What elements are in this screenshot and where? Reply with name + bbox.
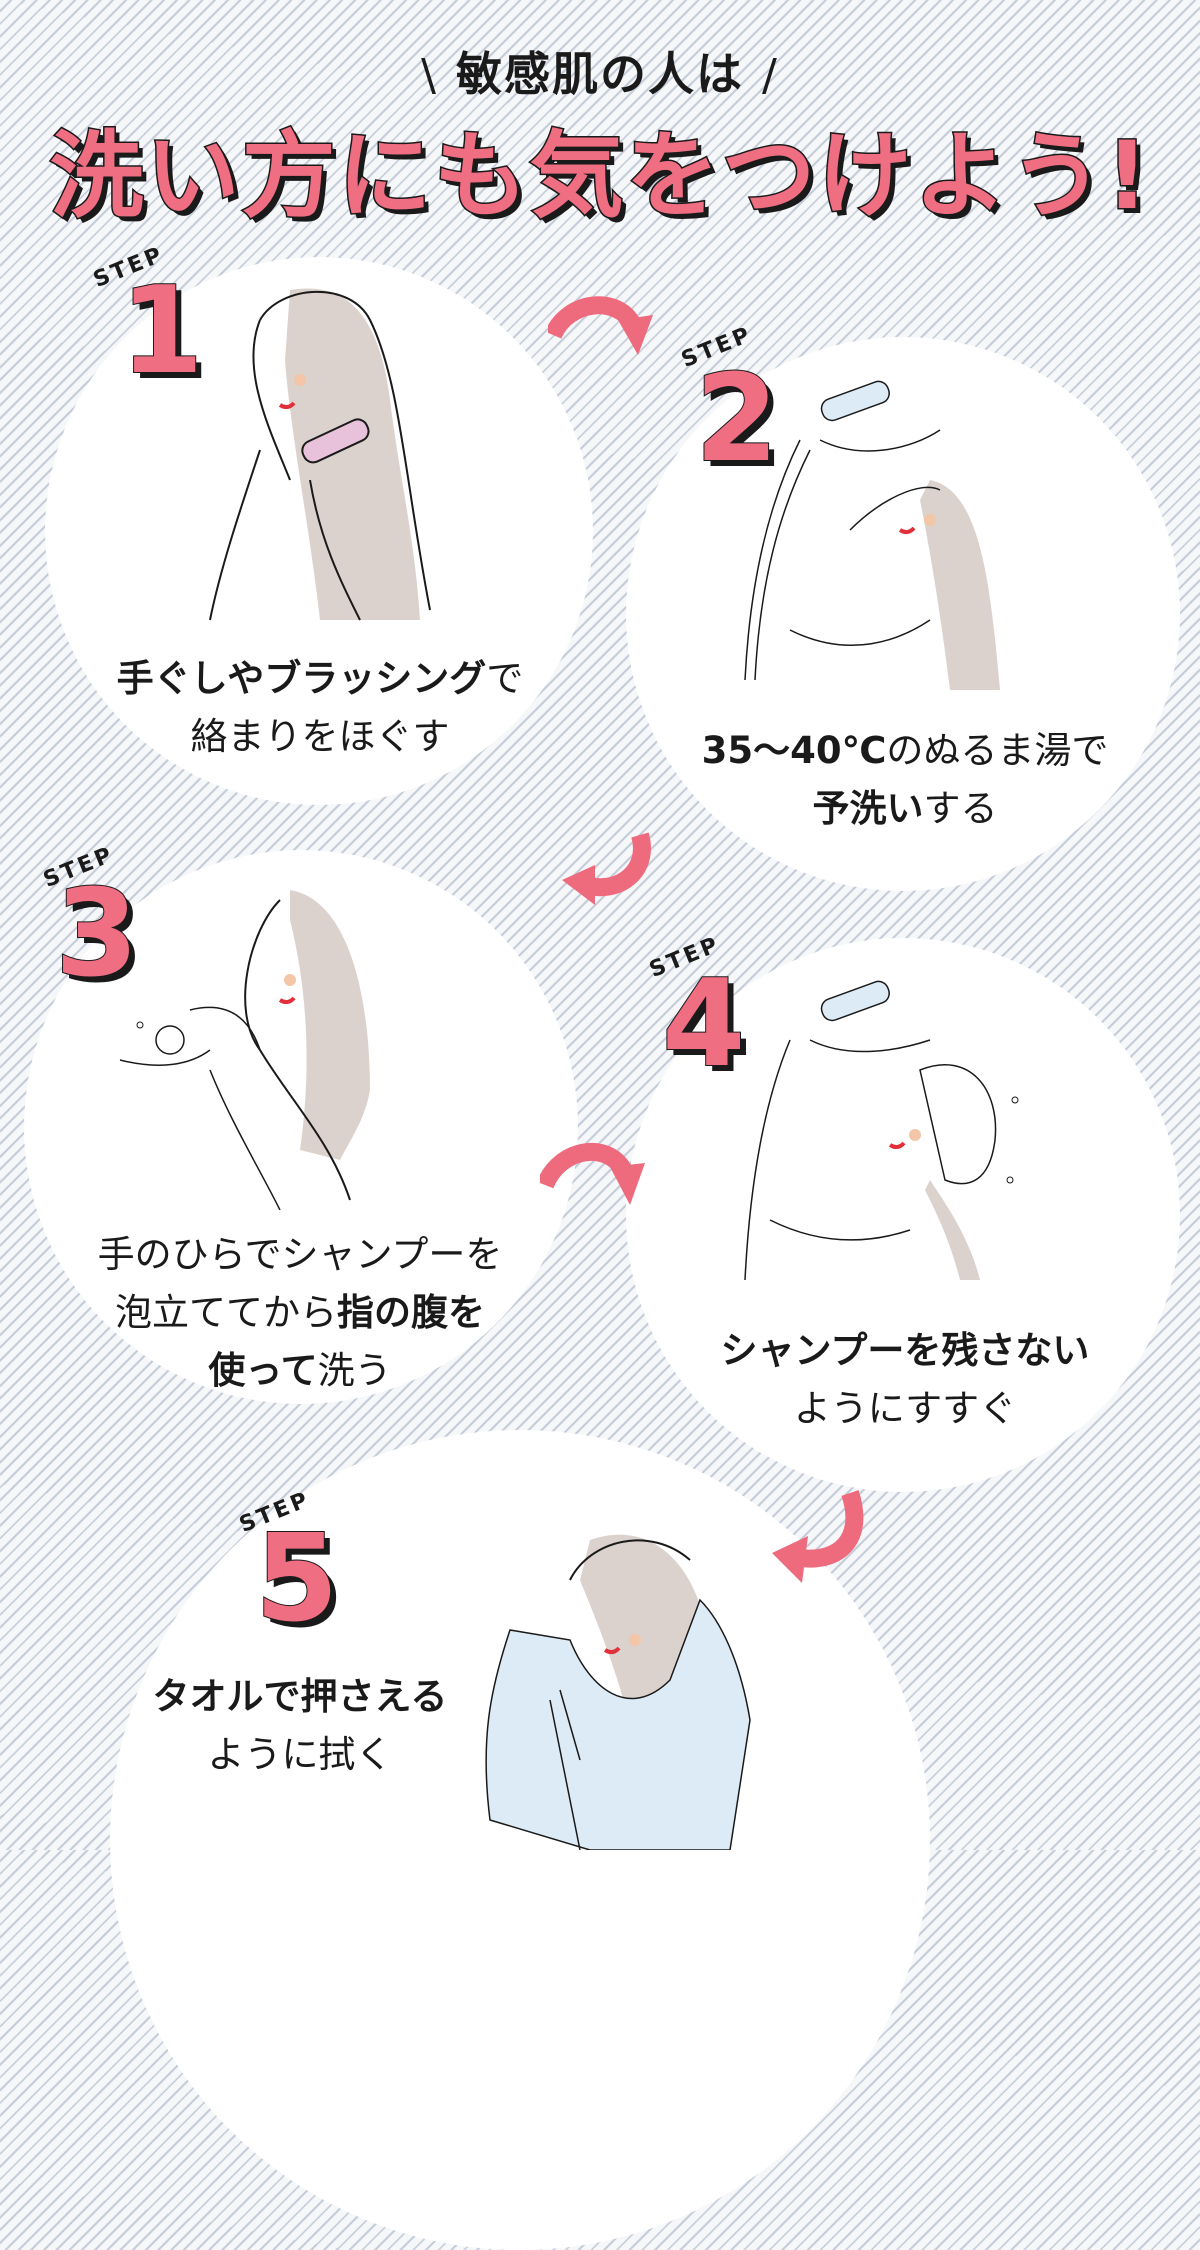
step-4-caption-line2: ようにすすぐ <box>793 1387 1017 1430</box>
step-5-caption-line2: ように拭く <box>207 1733 393 1776</box>
step-1-caption-normal: で <box>486 657 524 700</box>
step-3-number: 3 <box>54 865 139 1004</box>
step-4-circle <box>626 938 1180 1492</box>
step-2-number: 2 <box>694 350 779 489</box>
woman-drying-with-towel-illustration <box>485 1534 751 1850</box>
step-3-caption-line1: 手のひらでシャンプーを <box>97 1233 503 1276</box>
step-2-caption: 35〜40℃のぬるま湯で 予洗いする <box>640 722 1170 838</box>
step-3-caption: 手のひらでシャンプーを 泡立ててから指の腹を 使って洗う <box>40 1226 560 1400</box>
step-4-caption-bold: シャンプーを残さない <box>720 1329 1090 1372</box>
woman-rinsing-with-shower-illustration <box>744 380 1000 690</box>
step-2-caption-line2-bold: 予洗い <box>812 787 924 830</box>
curved-arrow-right-icon <box>548 296 653 355</box>
step-2-circle <box>626 337 1180 891</box>
subtitle: \ 敏感肌の人は / <box>0 38 1200 104</box>
curved-arrow-right-icon <box>540 1142 645 1205</box>
slash-left-decoration: \ <box>421 50 438 101</box>
step-3-caption-line2-bold: 指の腹を <box>337 1291 485 1334</box>
step-1-caption-line2: 絡まりをほぐす <box>190 715 450 758</box>
step-3-caption-line3-bold: 使って <box>208 1349 318 1392</box>
step-3-caption-line2-normal: 泡立ててから <box>115 1291 337 1334</box>
step-3-caption-line3-normal: 洗う <box>317 1349 392 1392</box>
subtitle-text: 敏感肌の人は <box>456 47 744 101</box>
step-4-number: 4 <box>661 955 746 1094</box>
page-title: 洗い方にも気をつけよう! <box>48 121 1151 233</box>
step-1-caption-bold: 手ぐしやブラッシング <box>116 657 487 700</box>
step-1-number: 1 <box>119 262 204 401</box>
woman-lathering-shampoo-illustration <box>119 890 370 1210</box>
step-5-number: 5 <box>254 1510 339 1649</box>
step-2-caption-bold: 35〜40℃ <box>701 729 887 772</box>
step-2-caption-line2-normal: する <box>923 787 998 830</box>
step-5-caption: タオルで押さえる ように拭く <box>120 1668 480 1784</box>
step-5-caption-bold: タオルで押さえる <box>152 1675 448 1718</box>
step-1-caption: 手ぐしやブラッシングで 絡まりをほぐす <box>60 650 580 766</box>
step-2-caption-normal: のぬるま湯で <box>886 729 1109 772</box>
woman-brushing-hair-illustration <box>209 288 431 621</box>
woman-rinsing-shampoo-illustration <box>744 980 1019 1281</box>
curved-arrow-down-left-icon <box>562 832 651 905</box>
step-4-caption: シャンプーを残さない ようにすすぐ <box>650 1322 1160 1438</box>
slash-right-decoration: / <box>762 50 779 101</box>
curved-arrow-down-left-icon <box>772 1490 864 1583</box>
